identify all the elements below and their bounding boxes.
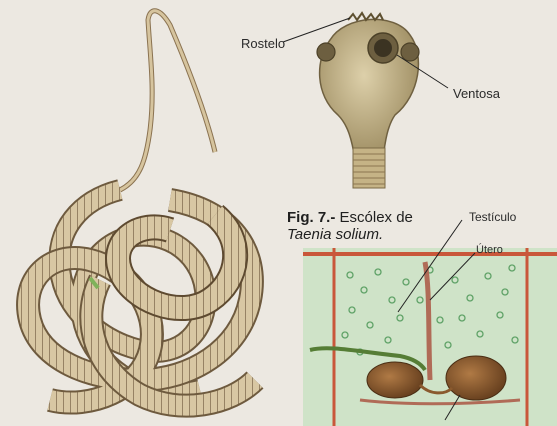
label-testiculo: Testículo xyxy=(469,210,516,224)
caption-text: Escólex de xyxy=(340,209,413,226)
ovary-right xyxy=(446,356,506,400)
caption-species: Taenia solium. xyxy=(287,226,413,243)
ovary-left xyxy=(367,362,423,398)
scolex-illustration xyxy=(283,13,448,188)
label-rostelo: Rostelo xyxy=(241,36,285,51)
caption-figure-number: Fig. 7.- xyxy=(287,209,335,226)
figure-caption: Fig. 7.- Escólex de Taenia solium. xyxy=(287,209,413,243)
label-ventosa: Ventosa xyxy=(453,86,500,101)
proglottid-illustration xyxy=(303,220,557,426)
label-utero: Útero xyxy=(476,244,503,256)
tapeworm-body xyxy=(28,11,255,406)
